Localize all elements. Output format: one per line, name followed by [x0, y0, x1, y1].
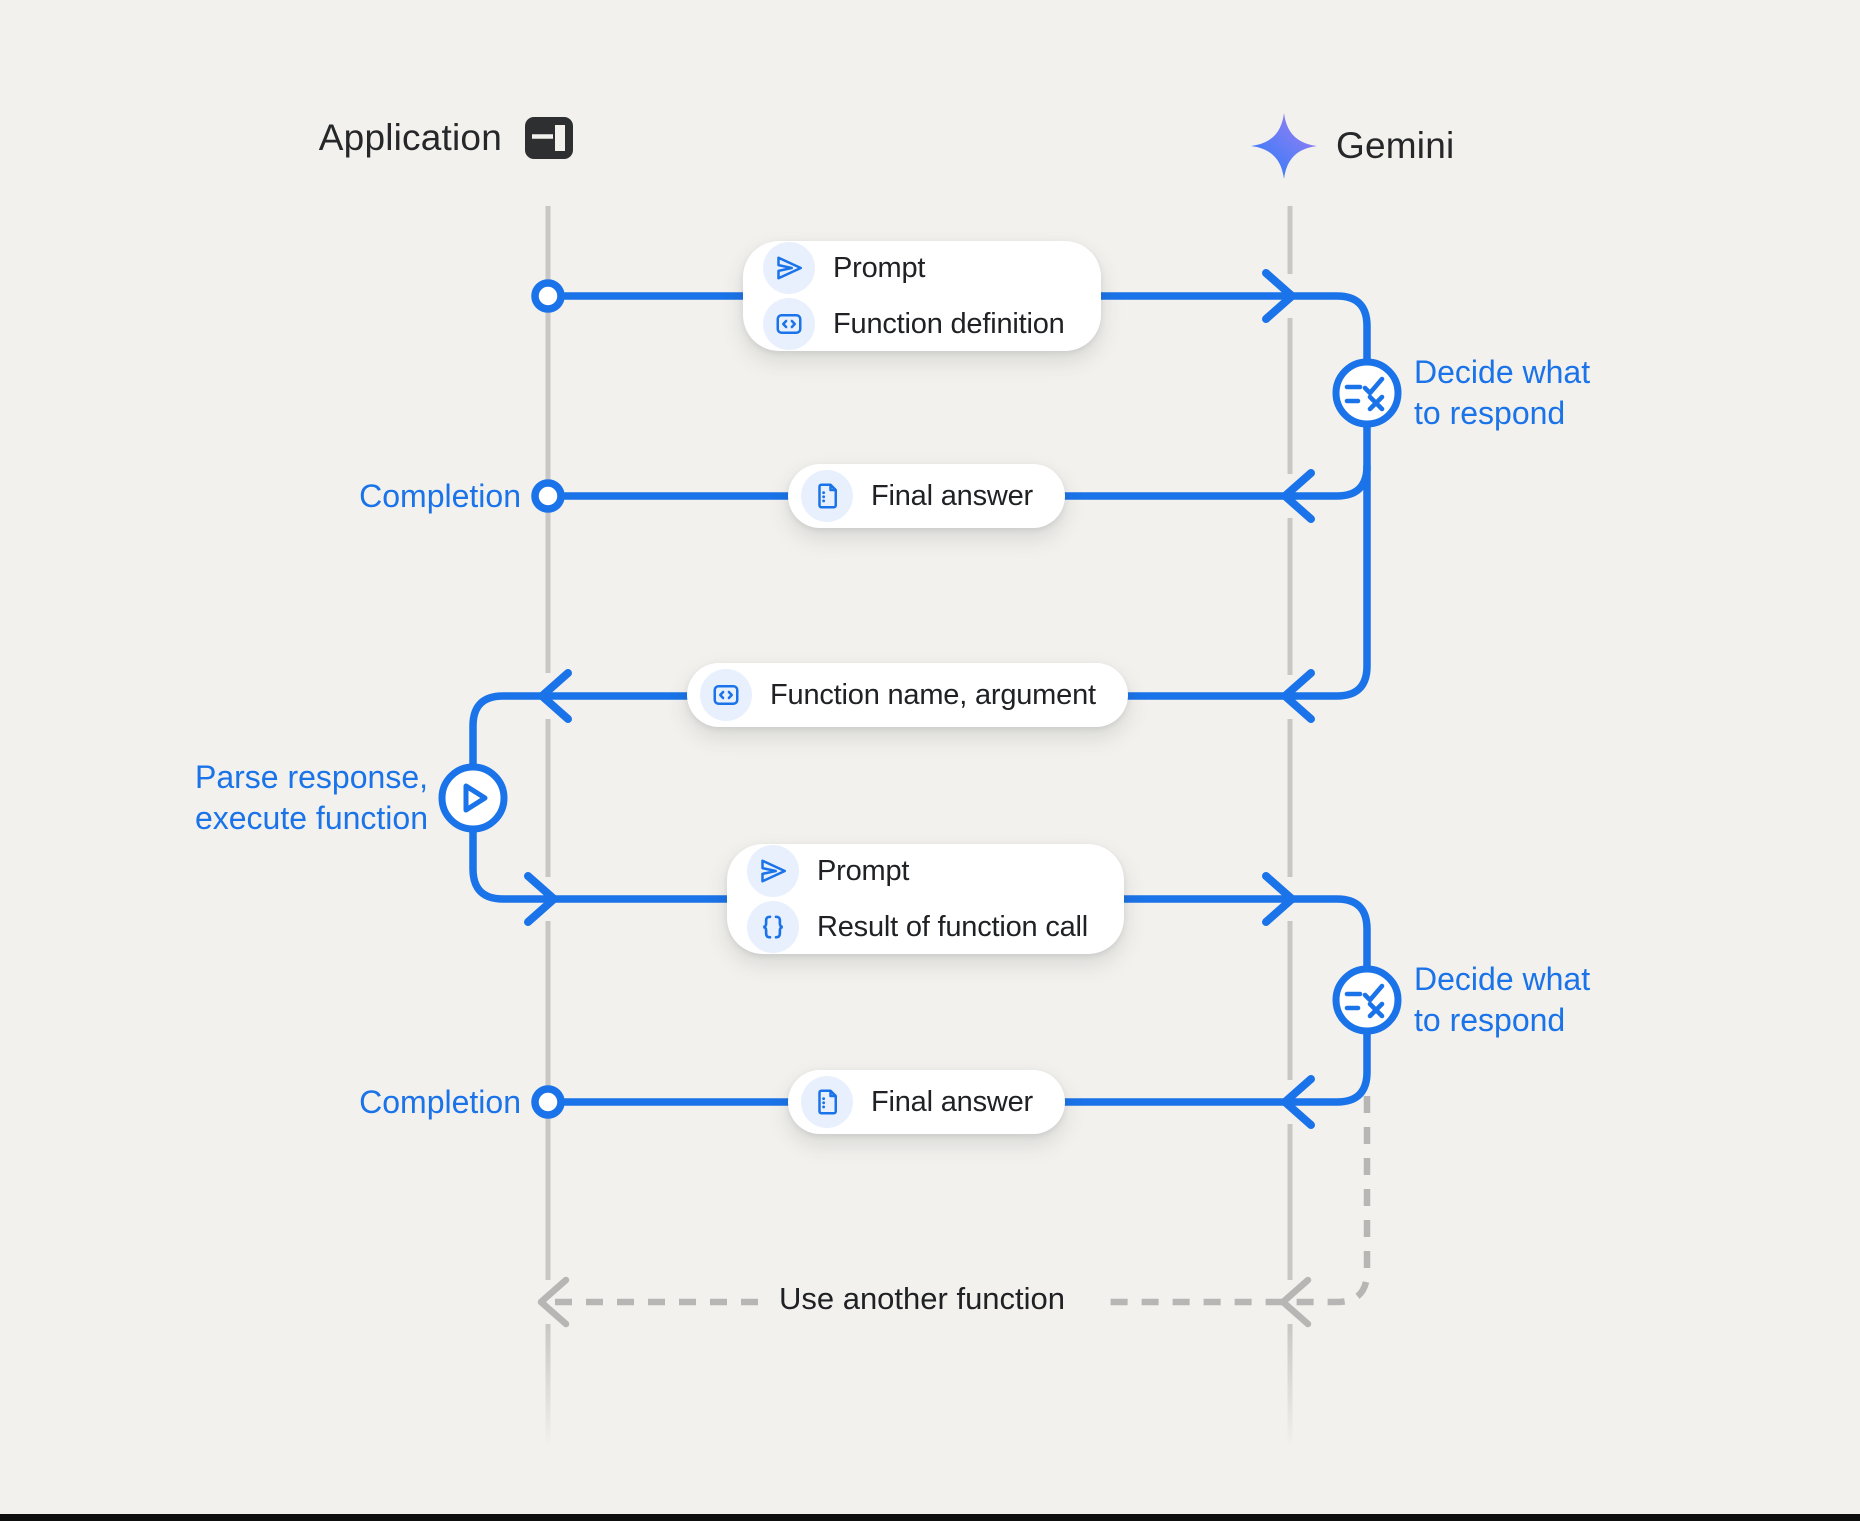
pill-label: Result of function call — [817, 910, 1089, 943]
arrowhead-prompt2 — [1262, 872, 1296, 926]
ring-completion2 — [531, 1085, 565, 1119]
code-icon — [763, 298, 815, 350]
origin-rings — [531, 279, 565, 1119]
braces-icon — [747, 901, 799, 953]
pill-row: Result of function call — [747, 901, 1088, 953]
completion-label-2: Completion — [359, 1084, 521, 1120]
pill-row: Prompt — [747, 845, 1088, 897]
arrowheads — [524, 269, 1315, 1129]
decide-label-line: Decide what — [1414, 961, 1591, 997]
decide-label-1: Decide what to respond — [1414, 352, 1590, 434]
document-icon — [801, 1076, 853, 1128]
pill-row: Prompt — [763, 242, 1065, 294]
arrowhead-final2 — [1281, 1075, 1315, 1129]
parse-execute-node — [438, 763, 508, 833]
pill-label: Function definition — [833, 307, 1065, 340]
send-icon — [747, 845, 799, 897]
pill-function-name-argument: Function name, argument — [687, 663, 1128, 727]
decide-label-2: Decide what to respond — [1414, 959, 1590, 1041]
decide-node-1 — [1332, 358, 1402, 428]
code-icon — [700, 669, 752, 721]
arrowhead-final1 — [1281, 469, 1315, 523]
dashed-arrowhead-gemini — [1279, 1276, 1312, 1328]
actor-application: Application — [0, 116, 574, 160]
final-answer-1-line — [544, 462, 1371, 500]
actor-gemini: Gemini — [1248, 110, 1454, 182]
arrowhead-to-application — [538, 669, 572, 723]
application-label: Application — [318, 117, 502, 158]
pill-label: Final answer — [871, 1085, 1033, 1118]
pill-prompt-function-definition: Prompt Function definition — [743, 241, 1101, 351]
pill-label: Prompt — [817, 854, 910, 887]
send-icon — [763, 242, 815, 294]
document-icon — [801, 470, 853, 522]
dashed-arrowhead-application — [537, 1276, 570, 1328]
play-icon — [463, 783, 488, 813]
parse-label-line: Parse response, — [194, 759, 428, 795]
decide-label-line: Decide what — [1414, 354, 1591, 390]
completion-label-1: Completion — [359, 478, 521, 514]
app-window-icon — [525, 117, 573, 159]
gemini-sparkle-icon — [1251, 113, 1317, 179]
arrowhead-prompt1 — [1262, 269, 1296, 323]
parse-label-line: execute function — [194, 800, 428, 836]
pill-prompt-result-of-function-call: Prompt Result of function call — [727, 844, 1125, 954]
decide-label-line: to respond — [1414, 395, 1566, 431]
decide-node-2 — [1332, 965, 1402, 1035]
pill-final-answer-2: Final answer — [788, 1070, 1065, 1134]
decide-label-line: to respond — [1414, 1002, 1566, 1038]
gemini-label: Gemini — [1336, 125, 1455, 166]
parse-execute-label: Parse response, execute function — [195, 757, 428, 839]
rule-icon — [1344, 376, 1385, 412]
pill-label: Prompt — [833, 251, 926, 284]
pill-final-answer-1: Final answer — [788, 464, 1065, 528]
bottom-edge-bar — [0, 1514, 1860, 1521]
pill-label: Function name, argument — [770, 678, 1096, 711]
arrowhead-function-name — [1281, 669, 1315, 723]
rule-icon — [1344, 983, 1385, 1019]
pill-row: Function definition — [763, 298, 1065, 350]
pill-label: Final answer — [871, 479, 1033, 512]
ring-prompt1 — [531, 279, 565, 313]
use-another-function-label: Use another function — [778, 1281, 1066, 1316]
ring-completion1 — [531, 479, 565, 513]
arrowhead-prompt2-start — [524, 872, 558, 926]
use-another-function-dashed-path — [537, 1096, 1371, 1328]
